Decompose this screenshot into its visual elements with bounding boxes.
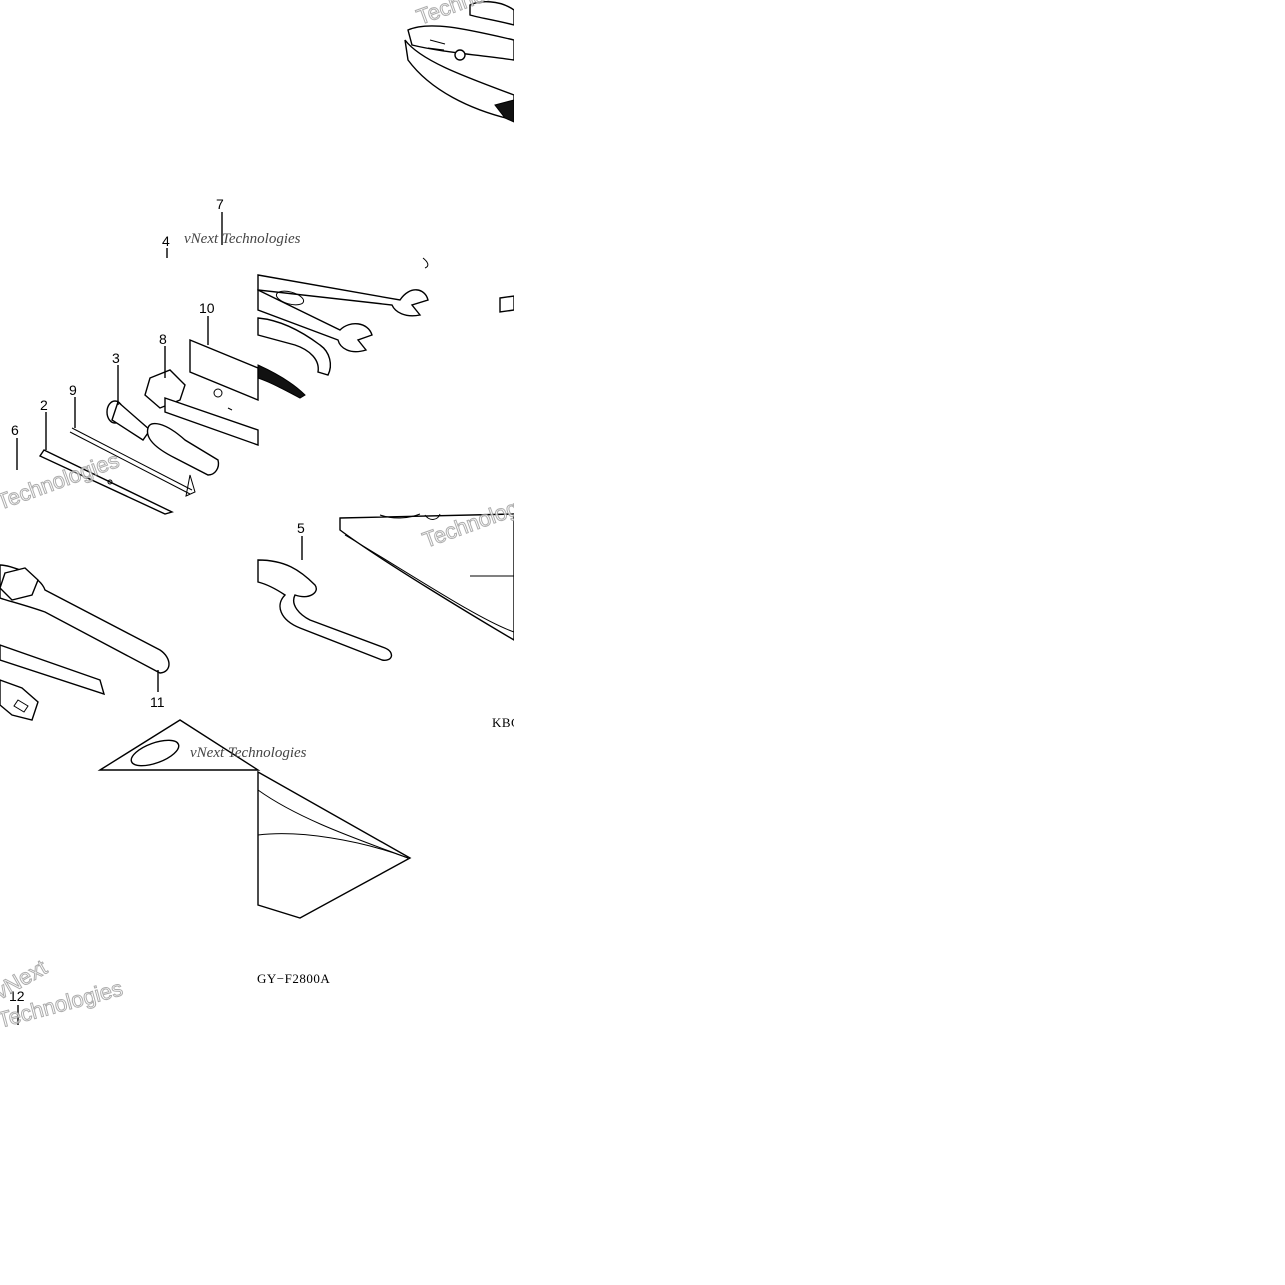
diagram-code: KBC [492, 715, 520, 730]
tool-bag-illustration [97, 513, 515, 919]
wrench-set-illustration [257, 257, 515, 399]
callout-label: 4 [162, 233, 170, 249]
watermark-text: vNext Technologies [184, 231, 301, 247]
ring-spanner-illustration [0, 564, 170, 721]
diagram-code: GY−F2800A [257, 971, 330, 986]
callout-label: 6 [11, 422, 19, 438]
blank-area [0, 1030, 514, 1285]
callout-label: 12 [9, 988, 25, 1004]
callout-label: 2 [40, 397, 48, 413]
callout-label: 7 [216, 196, 224, 212]
callout-label: 3 [112, 350, 120, 366]
pliers-illustration [404, 1, 515, 123]
callout-label: 10 [199, 300, 215, 316]
callout-label: 9 [69, 382, 77, 398]
callout-label: 5 [297, 520, 305, 536]
hook-spanner-illustration [257, 559, 393, 661]
blank-area [514, 0, 1285, 1285]
callout-label: 8 [159, 331, 167, 347]
callout-label: 11 [150, 694, 165, 710]
screwdriver-illustration [38, 338, 259, 515]
watermark-text: vNext Technologies [190, 745, 307, 761]
leader-lines [16, 212, 303, 1025]
